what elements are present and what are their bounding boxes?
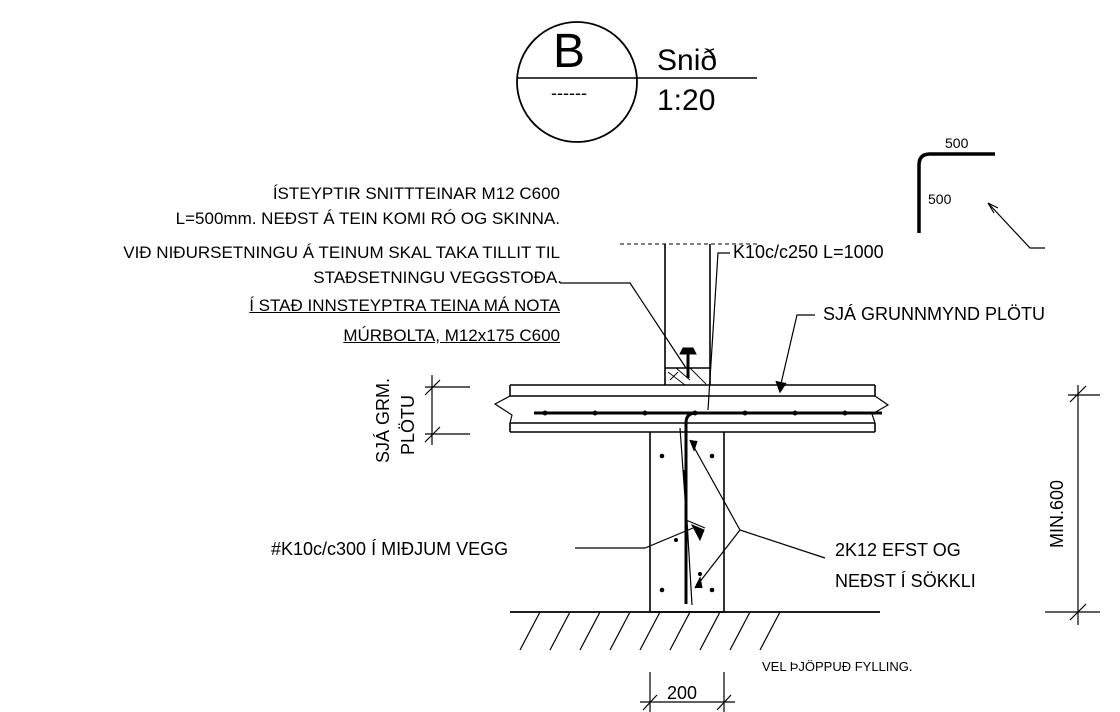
- wall-rebar-label: #K10c/c300 Í MIÐJUM VEGG: [271, 539, 509, 559]
- slab-label: PLÖTU: [398, 394, 418, 455]
- see-plan-label: SJÁ GRUNNMYND PLÖTU: [823, 304, 1046, 324]
- rebar-top-label: K10c/c250 L=1000: [733, 242, 884, 262]
- ground-line: [510, 611, 880, 651]
- section-letter: B: [553, 25, 586, 78]
- note-line-2: L=500mm. NEÐST Á TEIN KOMI RÓ OG SKINNA.: [175, 209, 560, 228]
- hook-detail: [917, 152, 1045, 249]
- hook-leg-vertical-label: 500: [928, 191, 952, 207]
- hook-leg-horizontal-label: 500: [945, 135, 969, 151]
- see-grm-label: SJÁ GRM.: [373, 377, 393, 463]
- note-line-3: VIÐ NIÐURSETNINGU Á TEINUM SKAL TAKA TIL…: [123, 243, 560, 262]
- footing-rebar-dots: [659, 453, 715, 593]
- section-marker: [516, 21, 757, 143]
- min-depth-label: MIN.600: [1047, 479, 1067, 548]
- section-marker-circle: [516, 21, 638, 143]
- section-title: Snið: [657, 44, 718, 77]
- note-line-6: MÚRBOLTA, M12x175 C600: [343, 326, 560, 345]
- footing-rebar-label-2: NEÐST Í SÖKKLI: [835, 571, 976, 591]
- note-line-4: STAÐSETNINGU VEGGSTOÐA.: [313, 268, 562, 287]
- width-dimension: [640, 672, 735, 712]
- fill-label: VEL ÞJÖPPUÐ FYLLING.: [762, 659, 913, 674]
- footing-rebar-label-1: 2K12 EFST OG: [835, 540, 961, 560]
- footing-wall: [649, 411, 880, 613]
- section-scale: 1:20: [657, 84, 716, 117]
- note-line-1: ÍSTEYPTIR SNITTTEINAR M12 C600: [272, 184, 560, 203]
- section-dashes: ------: [551, 83, 587, 103]
- width-dimension-label: 200: [667, 683, 698, 703]
- floor-slab: [493, 384, 890, 433]
- leader-lines: [560, 252, 826, 589]
- depth-dimension: [1045, 385, 1100, 625]
- note-line-5: Í STAÐ INNSTEYPTRA TEINA MÁ NOTA: [249, 296, 560, 315]
- upper-wall: [620, 243, 760, 386]
- slab-thickness-dimension: [424, 375, 470, 445]
